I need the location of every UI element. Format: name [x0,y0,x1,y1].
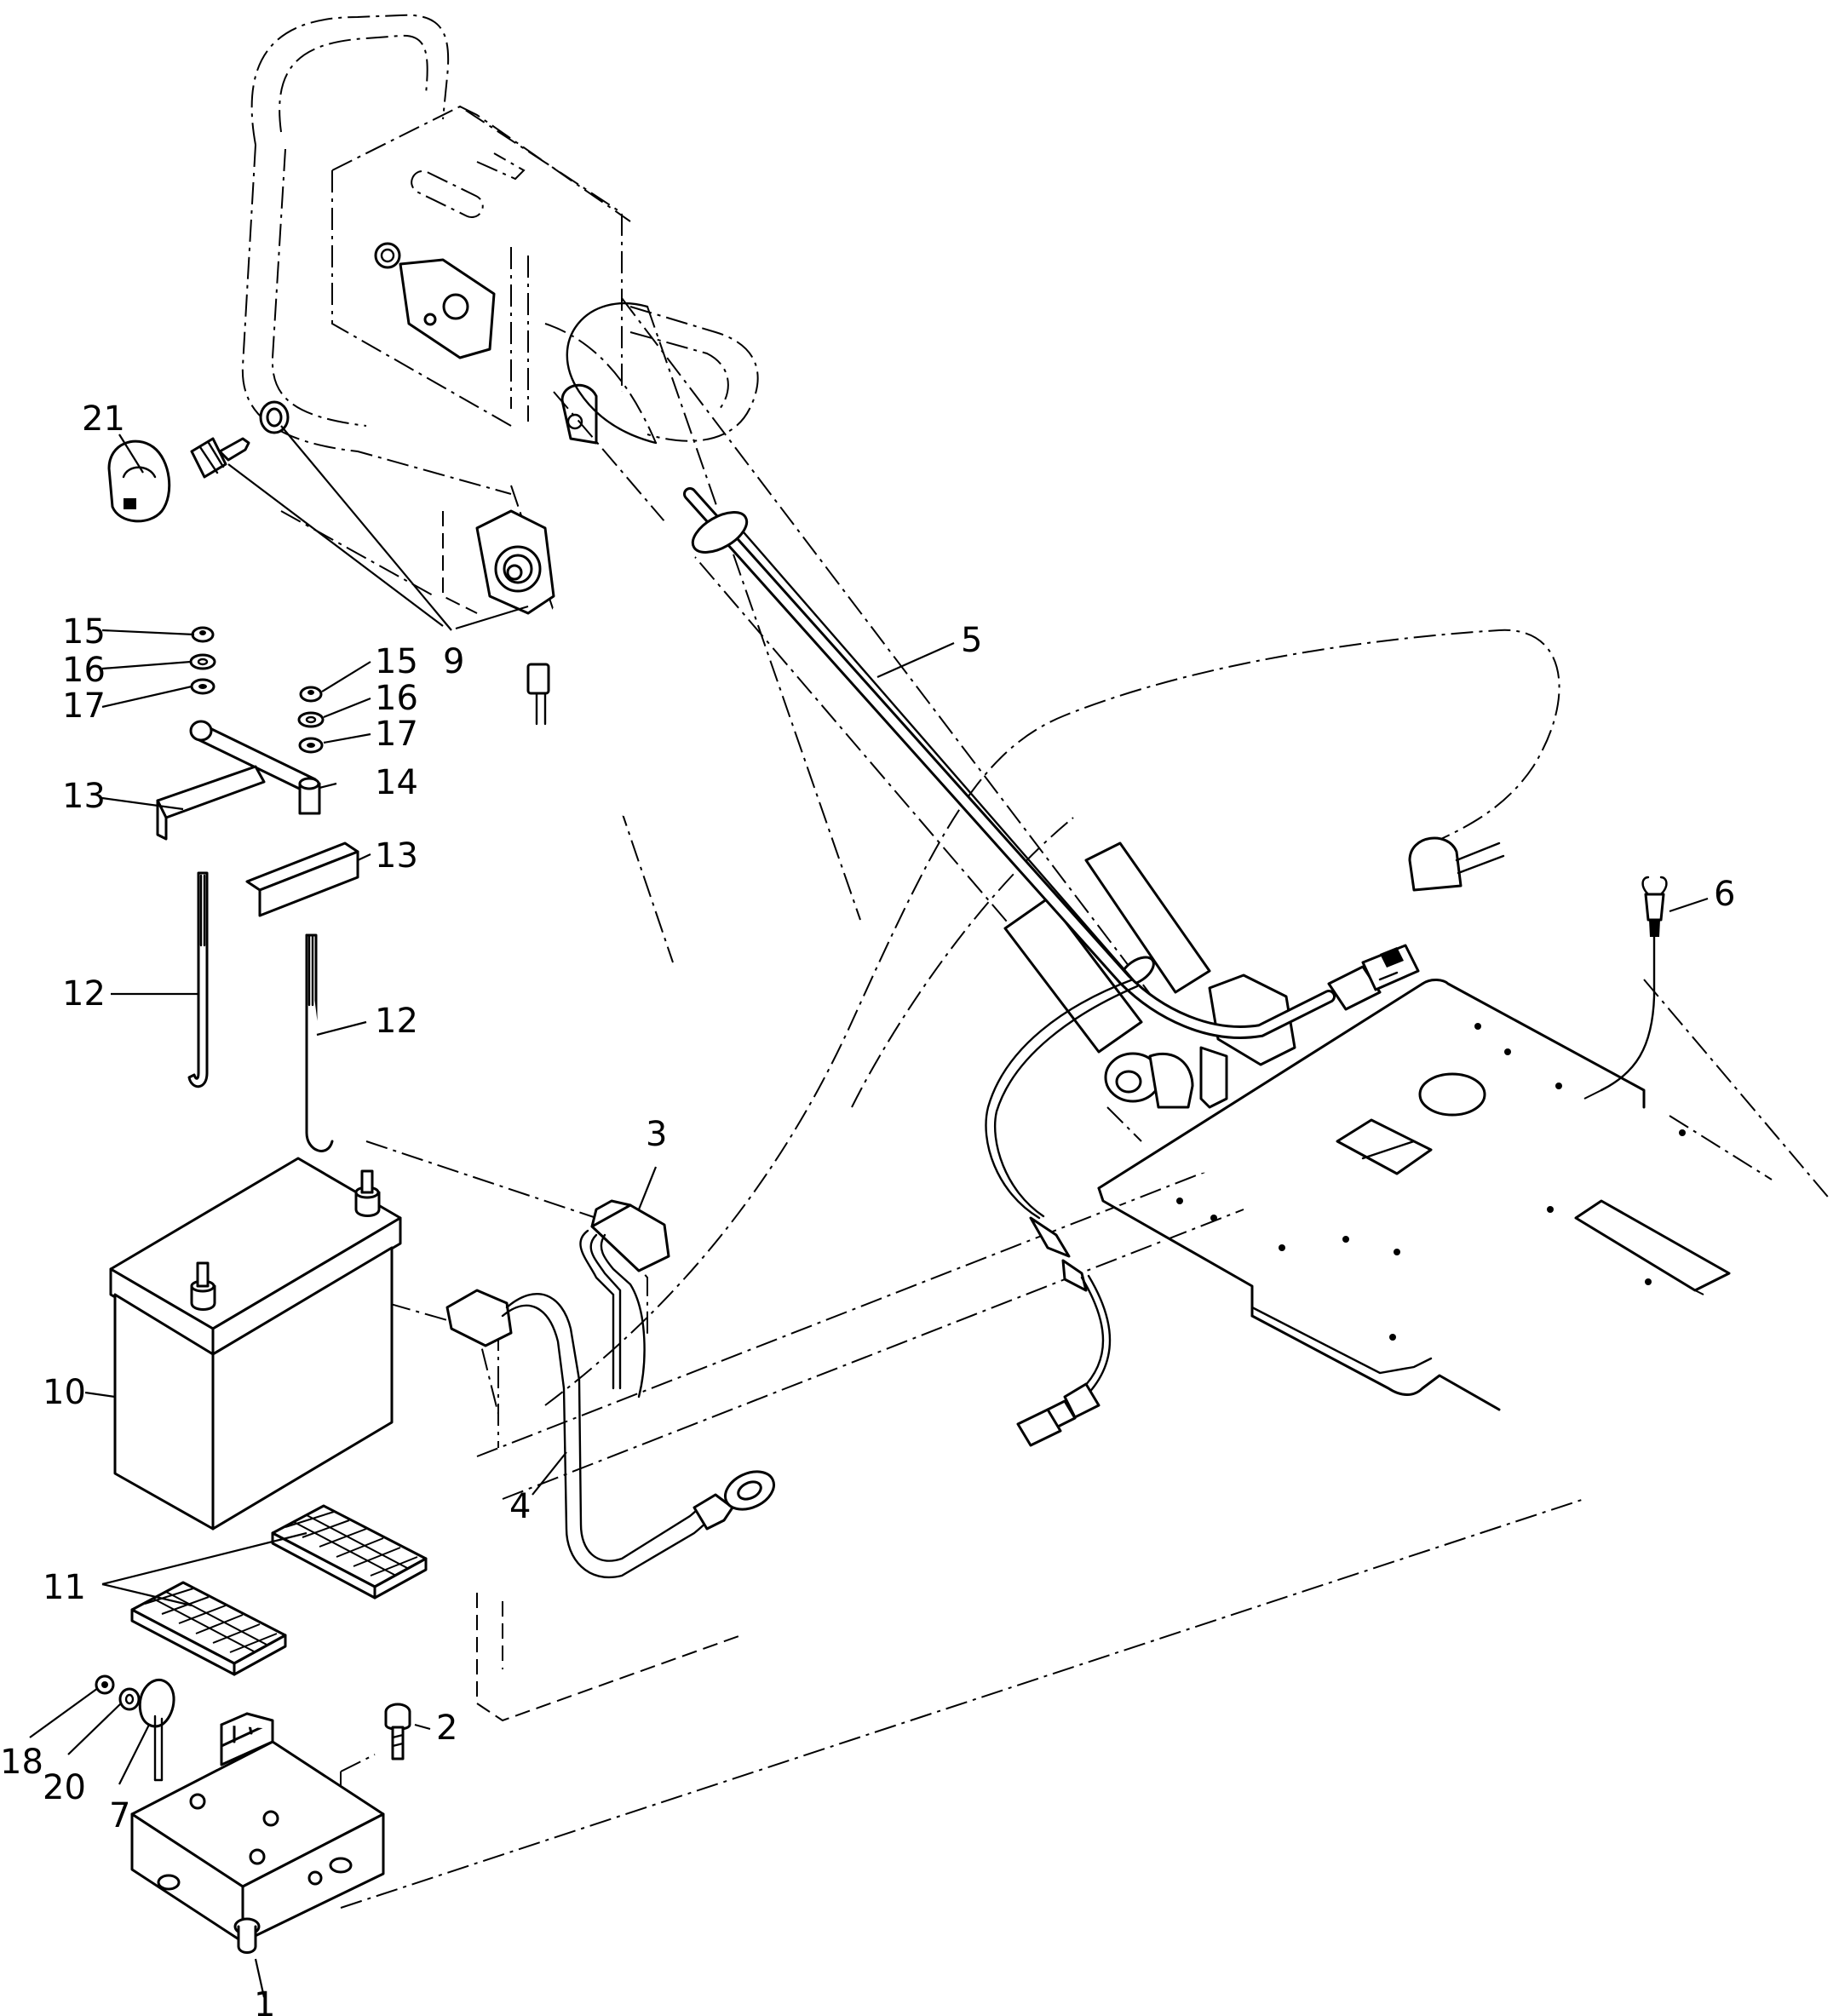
callout-9: 9 [443,642,464,681]
phantom-lines [208,14,1832,1909]
positive-cable-3 [579,1199,670,1399]
clamp-bar-14 [189,720,321,815]
callout-1: 1 [254,1985,275,2016]
ground-terminal [1583,876,1668,1100]
callout-16-left: 16 [62,651,106,690]
j-bolt-12a [187,871,209,1088]
battery-mat-upper [271,1504,428,1600]
callout-11: 11 [43,1568,86,1607]
hardware-right [297,686,325,754]
callout-2: 2 [436,1709,457,1748]
callout-7: 7 [109,1796,130,1835]
callout-20: 20 [43,1768,86,1807]
washer-20 [118,1687,141,1711]
callout-17-right: 17 [375,715,418,754]
floor-plate [1097,979,1731,1411]
callout-21: 21 [82,399,125,439]
hardware-left [189,626,216,695]
spring-clip-7 [138,1679,175,1782]
callouts: 21 9 15 16 17 15 16 17 14 13 13 12 12 10… [0,399,1735,2016]
callout-13-lower: 13 [375,836,418,876]
key-cover-21 [107,439,171,523]
callout-14: 14 [375,763,418,802]
battery-mat-lower [130,1581,287,1676]
callout-16-right: 16 [375,679,418,718]
battery-holder-1 [130,1712,385,1954]
negative-cable-4 [445,1289,775,1578]
dashboard-console [331,105,631,615]
nut-18 [95,1674,115,1695]
callout-4: 4 [509,1487,531,1526]
callout-10: 10 [43,1373,86,1412]
callout-6: 6 [1714,875,1735,914]
plate-holes [1176,1023,1686,1341]
callout-13-upper: 13 [62,777,106,816]
grommet [259,400,290,434]
callout-18: 18 [0,1743,43,1782]
j-bolt-12b [305,933,334,1152]
callout-12-right: 12 [375,1002,418,1041]
ignition-key [190,437,250,479]
callout-17-left: 17 [62,686,106,726]
callout-3: 3 [646,1115,667,1154]
leader-lines [29,425,1709,1998]
steering-column [544,297,1296,1142]
angle-bracket-13b [245,841,359,917]
callout-5: 5 [961,621,982,660]
callout-12-left: 12 [62,974,106,1014]
battery-10 [109,1157,402,1531]
callout-15-left: 15 [62,612,106,652]
bolt-2 [384,1703,411,1760]
angle-bracket-13a [156,765,266,841]
harness-5 [526,487,1505,1447]
callout-15-right: 15 [375,642,418,681]
